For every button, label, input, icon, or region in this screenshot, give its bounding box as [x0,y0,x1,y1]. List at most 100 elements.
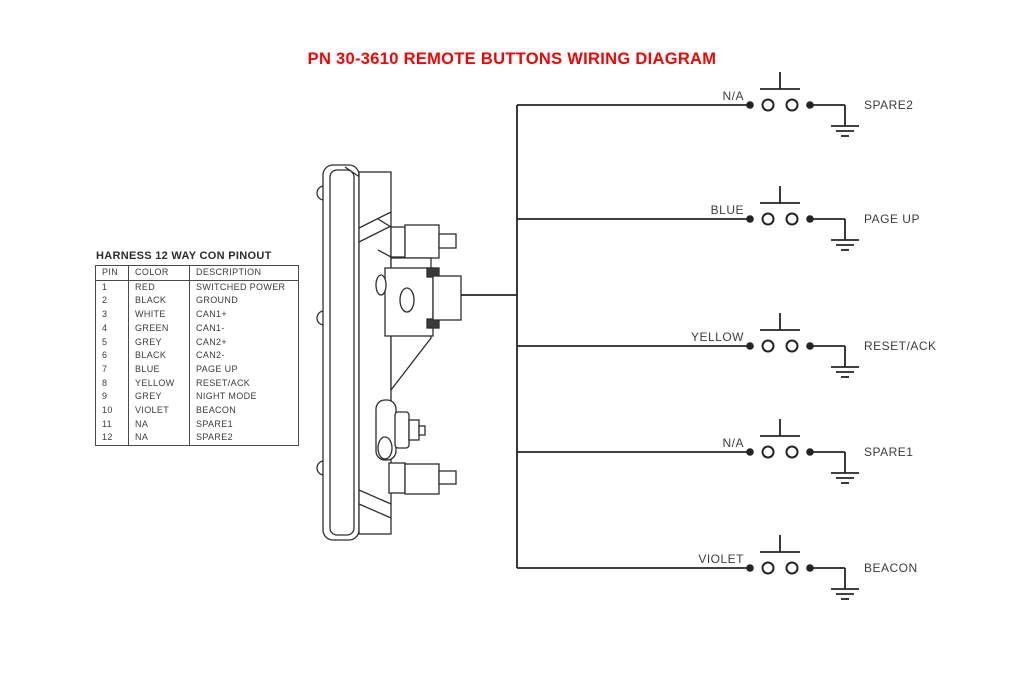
wire-color: WHITE [128,308,190,322]
pin-description: CAN2- [189,349,299,363]
bezel-bumps [316,185,325,476]
contact-circle [761,339,775,353]
pin-number: 8 [102,377,108,388]
pin-description: SWITCHED POWER [189,280,299,295]
ground-symbol [831,452,859,484]
contact-circle [785,339,799,353]
terminal-dot [746,564,754,572]
pin-description: GROUND [189,294,299,309]
pin-description: CAN1- [189,321,299,336]
contact-circle [785,98,799,112]
terminal-dot [746,448,754,456]
button-function-label: PAGE UP [864,212,920,226]
button-function-label: SPARE1 [864,445,913,459]
contact-circle [785,561,799,575]
column-header: DESCRIPTION [189,265,299,281]
button-circuit [517,419,859,484]
pin-description: BEACON [189,404,299,418]
ground-symbol [831,346,859,378]
contact-circle [761,98,775,112]
pin-number: 7 [102,363,108,374]
aux-barrel-connector [375,399,426,461]
button-circuit [517,535,859,600]
wire-color: GREY [128,390,190,405]
terminal-dot [806,564,814,572]
pushbutton-symbol [746,186,814,226]
column-header: COLOR [128,265,190,281]
wire-color-label: YELLOW [691,330,744,344]
wire-color: VIOLET [128,404,190,418]
pin-number: 10 [102,405,113,416]
pinout-table-title: HARNESS 12 WAY CON PINOUT [96,250,272,262]
pin-description: CAN1+ [189,308,299,322]
pin-description: NIGHT MODE [189,390,299,405]
pin-number: 12 [102,432,113,443]
bottom-connector [388,462,457,495]
pin-number: 1 [102,281,108,292]
terminal-dot [806,215,814,223]
rear-housing [358,171,392,535]
pin-number: 6 [102,350,108,361]
front-bezel [322,164,391,541]
button-circuit [517,186,859,251]
ground-symbol [831,568,859,600]
pin-number: 11 [102,418,113,429]
wire-color-label: N/A [722,89,744,103]
pin-description: SPARE2 [189,431,299,446]
contact-circle [761,561,775,575]
button-function-label: SPARE2 [864,98,913,112]
wire-color-label: N/A [722,436,744,450]
wire-color: BLUE [128,362,190,377]
button-circuit [517,313,859,378]
pushbutton-symbol [746,535,814,575]
wire-color: GREY [128,335,190,350]
pushbutton-symbol [746,72,814,112]
contact-circle [761,445,775,459]
diagram-title: PN 30-3610 REMOTE BUTTONS WIRING DIAGRAM [307,50,717,68]
pin-description: SPARE1 [189,417,299,432]
pin-number: 4 [102,322,108,333]
terminal-dot [806,342,814,350]
terminal-dot [746,101,754,109]
main-harness-connector [375,257,462,392]
wire-color: YELLOW [128,376,190,391]
pin-number: 3 [102,309,108,320]
button-circuit [517,72,859,137]
wire-color: NA [128,431,190,446]
pin-number: 9 [102,391,108,402]
display-unit-side-view [316,164,462,541]
button-function-label: RESET/ACK [864,339,937,353]
contact-circle [785,212,799,226]
terminal-dot [746,215,754,223]
wire-color: BLACK [128,349,190,363]
top-connector [377,218,457,259]
pushbutton-symbol [746,419,814,459]
terminal-dot [806,101,814,109]
pushbutton-symbol [746,313,814,353]
ground-symbol [831,219,859,251]
wire-color-label: BLUE [711,203,744,217]
button-function-label: BEACON [864,561,918,575]
wire-color: RED [128,280,190,295]
contact-circle [761,212,775,226]
pin-description: CAN2+ [189,335,299,350]
ground-symbol [831,105,859,137]
pin-number: 5 [102,336,108,347]
wire-color: BLACK [128,294,190,309]
